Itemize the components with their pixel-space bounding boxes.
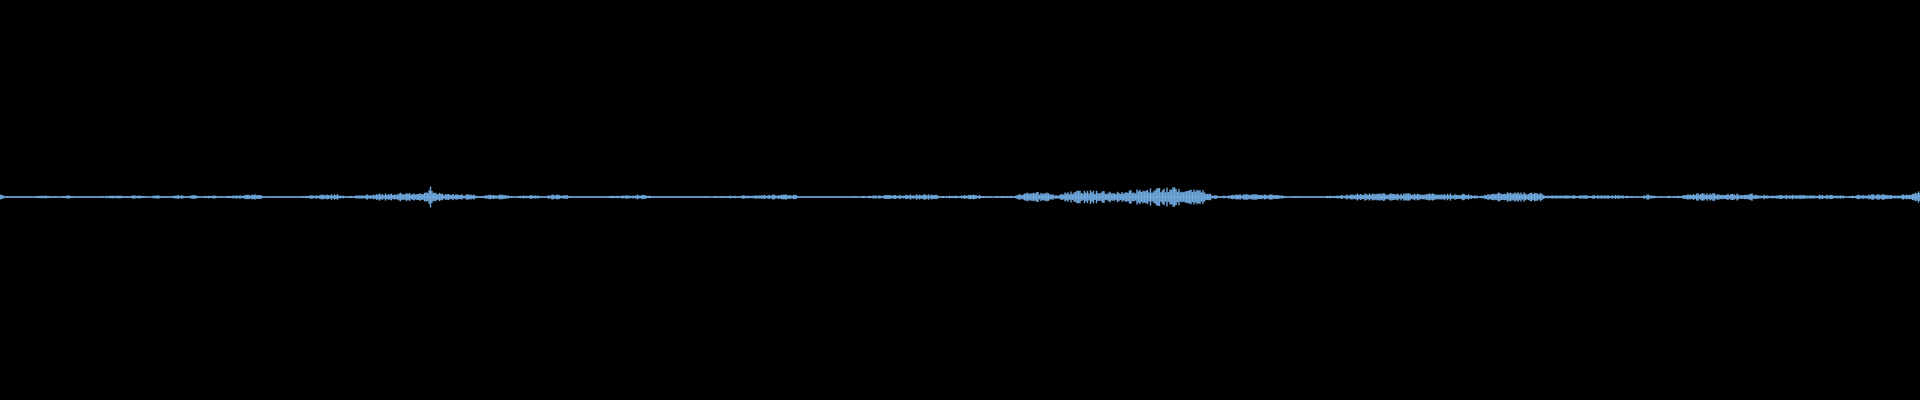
waveform-path bbox=[0, 186, 1920, 208]
